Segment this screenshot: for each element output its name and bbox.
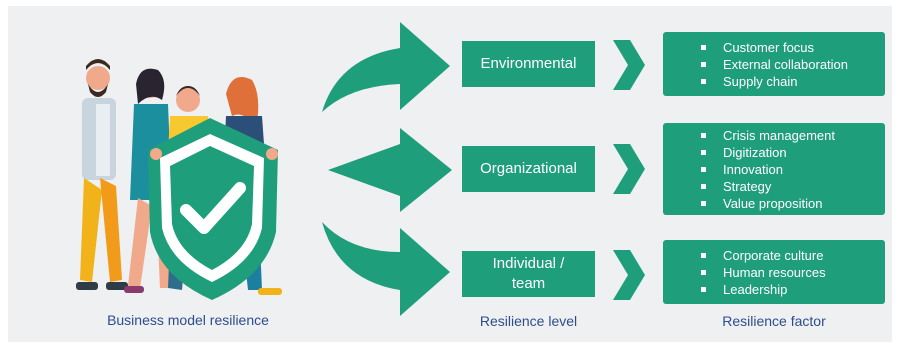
caption-resilience-factor: Resilience factor <box>722 313 826 329</box>
factor-item: Strategy <box>663 178 885 195</box>
factor-box-organizational: Crisis management Digitization Innovatio… <box>663 123 885 215</box>
level-box-organizational: Organizational <box>462 146 595 192</box>
arrow-to-environmental <box>322 22 450 112</box>
factor-item: Digitization <box>663 144 885 161</box>
level-box-individual-team: Individual / team <box>462 251 595 297</box>
chevron-1 <box>613 40 645 90</box>
factor-list: Customer focus External collaboration Su… <box>663 39 885 90</box>
level-box-environmental: Environmental <box>462 41 595 87</box>
people-illustration <box>76 59 282 300</box>
factor-item: Crisis management <box>663 127 885 144</box>
arrow-to-individual <box>322 222 450 316</box>
factor-item: Corporate culture <box>663 247 885 264</box>
factor-box-individual: Corporate culture Human resources Leader… <box>663 240 885 304</box>
level-label: Environmental <box>480 55 577 72</box>
factor-list: Corporate culture Human resources Leader… <box>663 247 885 298</box>
factor-box-environmental: Customer focus External collaboration Su… <box>663 32 885 96</box>
factor-list: Crisis management Digitization Innovatio… <box>663 127 885 212</box>
factor-item: Human resources <box>663 264 885 281</box>
chevron-3 <box>613 250 645 300</box>
caption-business-model-resilience: Business model resilience <box>107 312 269 328</box>
factor-item: Value proposition <box>663 195 885 212</box>
level-label: Organizational <box>480 160 577 177</box>
factor-item: Customer focus <box>663 39 885 56</box>
factor-item: Leadership <box>663 281 885 298</box>
arrow-to-organizational <box>328 128 452 212</box>
factor-item: Supply chain <box>663 73 885 90</box>
caption-resilience-level: Resilience level <box>479 313 578 329</box>
level-label: Individual / team <box>492 255 565 292</box>
factor-item: Innovation <box>663 161 885 178</box>
factor-item: External collaboration <box>663 56 885 73</box>
chevron-2 <box>613 144 645 194</box>
